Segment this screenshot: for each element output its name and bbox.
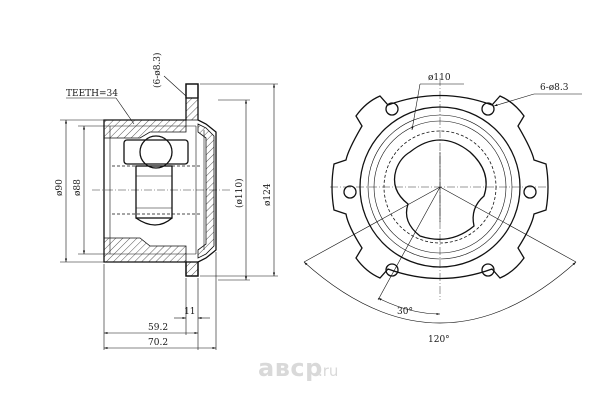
dim-len-70-2: 70.2: [148, 338, 168, 348]
bolt-hole-2: [385, 102, 399, 116]
angle-ray-left: [377, 186, 441, 301]
dim-dia-110-paren: (ø110): [234, 178, 245, 208]
watermark-brand: авср: [258, 354, 323, 382]
hatch-lower: [103, 237, 187, 263]
side-view: ø90 ø88 (ø110) ø124 (6-ø8.3) TEETH=34 11…: [55, 52, 278, 350]
front-angle-120: 120°: [428, 335, 450, 345]
front-angle-30: 30°: [397, 307, 413, 317]
angle-ray-120-left: [303, 186, 441, 263]
angle-ray-120-right: [439, 186, 577, 263]
front-ring-hidden: [383, 130, 497, 244]
hatch-upper: [103, 119, 187, 139]
watermark-tld: .ru: [318, 362, 338, 380]
front-dia-110: ø110: [428, 73, 451, 83]
bolt-hole-1: [481, 102, 495, 116]
holes-leader: [163, 75, 187, 97]
dim-dia-90: ø90: [55, 179, 65, 196]
dim-dia-88: ø88: [73, 179, 83, 196]
angle-arc-120: [303, 261, 577, 324]
front-holes-label: 6-ø8.3: [540, 83, 569, 93]
side-ball-cage: [112, 135, 200, 226]
hatch-shell: [197, 123, 215, 259]
watermark: авср .ru: [258, 354, 338, 382]
holes-label-vertical: (6-ø8.3): [152, 52, 163, 88]
hatch-flange-top: [185, 97, 199, 121]
front-ring-outer: [359, 106, 521, 268]
dim-110-leader: [411, 83, 421, 131]
front-view: ø110 6-ø8.3 30° 120°: [303, 73, 582, 345]
front-flange-outline: [331, 94, 549, 280]
bolt-hole-3: [523, 185, 537, 199]
dim-dia-124: ø124: [263, 183, 273, 206]
front-lobes: [393, 139, 487, 240]
front-holes-leader: [493, 93, 535, 107]
dim-len-59-2: 59.2: [148, 323, 168, 333]
bolt-hole-4: [343, 185, 357, 199]
hatch-flange-bottom: [185, 261, 199, 277]
front-ring-mid: [367, 114, 513, 260]
teeth-label: TEETH=34: [66, 89, 118, 99]
front-ring-inner: [373, 120, 507, 254]
dim-len-11: 11: [184, 307, 195, 317]
angle-arc-30: [377, 297, 441, 316]
teeth-leader: [115, 97, 135, 125]
